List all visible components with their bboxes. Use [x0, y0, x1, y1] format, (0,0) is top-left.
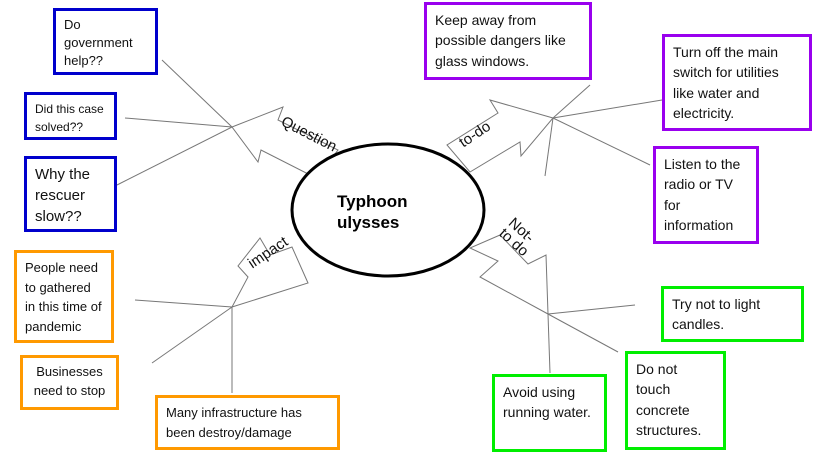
notdo-text-running-water: Avoid using running water. [503, 384, 591, 421]
connector-line [552, 99, 663, 119]
connector-line [547, 304, 636, 315]
notdo-box-concrete: Do not touch concrete structures. [625, 351, 726, 450]
center-ellipse [290, 142, 486, 278]
connector-line [547, 313, 551, 374]
connector-line [161, 59, 233, 128]
connector-line [124, 117, 233, 128]
connector-line [134, 299, 233, 308]
center-title-line2: ulysses [337, 213, 400, 233]
impact-text-businesses: Businesses need to stop [33, 364, 106, 398]
center-title-line1: Typhoon [337, 192, 408, 211]
todo-text-main-switch: Turn off the main switch for utilities l… [673, 44, 779, 121]
todo-text-radio: Listen to the radio or TV for informatio… [664, 156, 741, 233]
question-box-government: Do government help?? [53, 8, 158, 75]
impact-text-gathered: People need to gathered in this time of … [25, 260, 102, 334]
question-text-case-solved: Did this case solved?? [35, 102, 104, 134]
question-text-government: Do government help?? [64, 17, 133, 69]
notdo-box-candles: Try not to light candles. [661, 286, 804, 342]
todo-box-main-switch: Turn off the main switch for utilities l… [662, 34, 812, 131]
connector-line [544, 117, 554, 177]
connector-line [552, 84, 591, 119]
impact-text-infrastructure: Many infrastructure has been destroy/dam… [166, 405, 302, 440]
todo-box-radio: Listen to the radio or TV for informatio… [653, 146, 759, 244]
connector-line [151, 306, 233, 364]
notdo-box-running-water: Avoid using running water. [492, 374, 607, 452]
question-box-rescuer: Why the rescuer slow?? [24, 156, 117, 232]
todo-arrow [446, 99, 554, 173]
connector-line [116, 126, 233, 186]
question-box-case-solved: Did this case solved?? [24, 92, 117, 140]
impact-box-gathered: People need to gathered in this time of … [14, 250, 114, 343]
connector-line [552, 117, 651, 166]
impact-arrow [230, 237, 309, 308]
notdo-text-candles: Try not to light candles. [672, 296, 761, 333]
question-text-rescuer: Why the rescuer slow?? [35, 166, 91, 225]
notdo-arrow [468, 234, 549, 315]
notdo-text-concrete: Do not touch concrete structures. [636, 361, 702, 438]
impact-box-businesses: Businesses need to stop [20, 355, 119, 410]
impact-box-infrastructure: Many infrastructure has been destroy/dam… [155, 395, 340, 450]
todo-box-keep-away: Keep away from possible dangers like gla… [424, 2, 592, 80]
connector-line [547, 313, 619, 353]
center-title: Typhoon ulysses [337, 191, 408, 234]
todo-text-keep-away: Keep away from possible dangers like gla… [435, 12, 566, 69]
